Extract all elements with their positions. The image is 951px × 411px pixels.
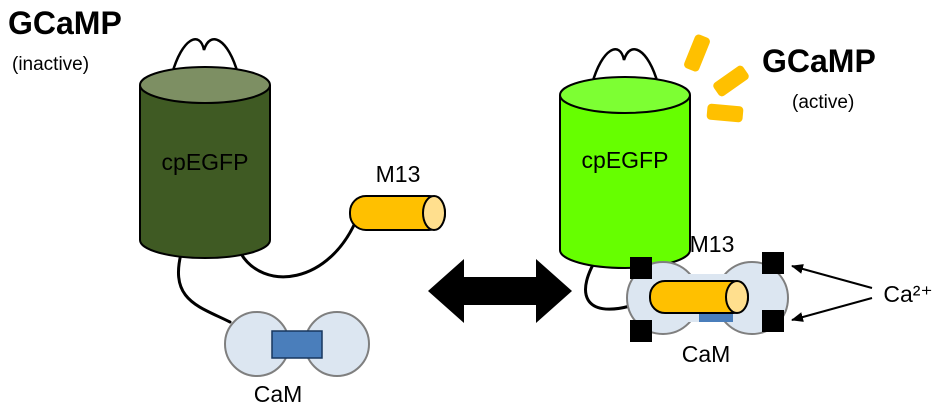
flash-ray: [706, 103, 744, 123]
fluorescence-flash-icon: [684, 34, 749, 123]
calcium-binding-site: [630, 320, 652, 342]
calcium-arrow-bottom: [791, 297, 873, 322]
m13-label-inactive: M13: [376, 161, 421, 187]
flash-ray: [713, 65, 749, 97]
equilibrium-double-arrow-icon: [428, 259, 572, 323]
cpegfp-label-active: cpEGFP: [582, 147, 669, 173]
inactive-title: GCaMP: [8, 5, 122, 41]
cpegfp-barrel-top-active: [559, 76, 691, 114]
m13-cylinder-cap-inactive: [422, 195, 446, 231]
m13-cylinder-cap-active: [725, 280, 749, 314]
cpegfp-top-loop-active: [590, 48, 660, 86]
gcamp-inactive-group: GCaMP (inactive) cpEGFP M13 CaM: [8, 5, 446, 407]
flash-ray: [684, 34, 710, 72]
inactive-state-label: (inactive): [12, 54, 89, 75]
cpegfp-barrel-inactive: [139, 85, 271, 259]
cpegfp-barrel-active: [559, 95, 691, 269]
cpegfp-barrel-top-inactive: [139, 66, 271, 104]
active-title: GCaMP: [762, 43, 876, 79]
m13-label-active: M13: [690, 231, 735, 257]
cpegfp-top-loop-inactive: [170, 38, 240, 76]
calcium-binding-site: [762, 310, 784, 332]
calcium-arrow-top: [791, 264, 873, 289]
cam-central-helix: [271, 330, 323, 359]
calcium-label: Ca²⁺: [883, 281, 932, 307]
cam-label-active: CaM: [682, 341, 731, 367]
active-state-label: (active): [792, 92, 854, 113]
linker-cpegfp-to-cam: [176, 248, 232, 324]
cam-label-inactive: CaM: [254, 381, 303, 407]
gcamp-active-group: cpEGFP GCaMP (active) M13 CaM Ca²⁺: [559, 34, 933, 367]
cpegfp-label-inactive: cpEGFP: [162, 149, 249, 175]
calcium-binding-site: [762, 252, 784, 274]
calcium-binding-site: [630, 257, 652, 279]
linker-cpegfp-to-m13: [238, 214, 360, 279]
